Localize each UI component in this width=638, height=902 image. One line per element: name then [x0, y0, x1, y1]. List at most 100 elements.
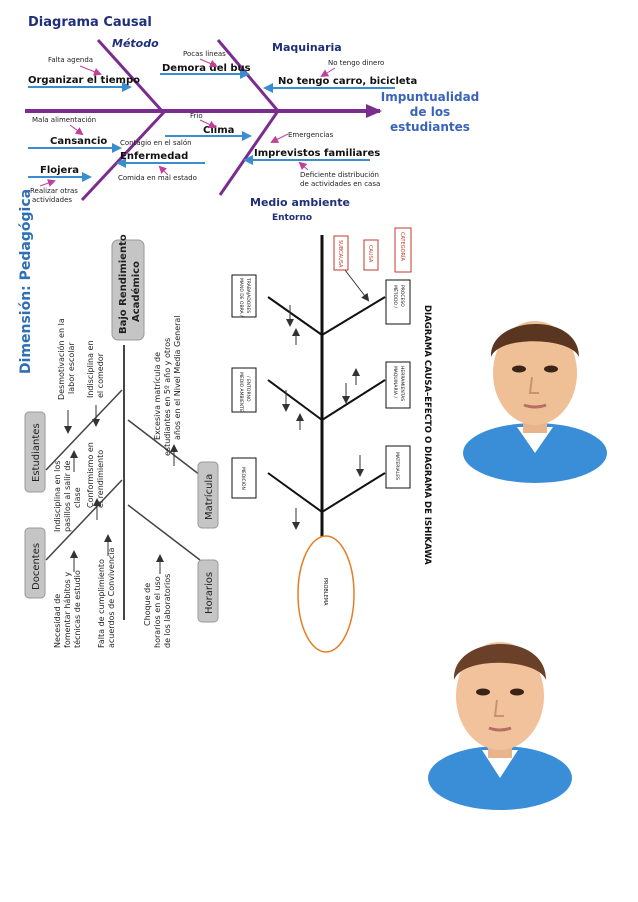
category-estudiantes: Estudiantes	[31, 423, 42, 482]
cause-demora-bus: Demora del bus	[162, 63, 251, 74]
eye-left-2	[476, 688, 490, 696]
subcause-deficiente-2: de actividades en casa	[300, 180, 380, 188]
ishikawa-box-maquinaria	[385, 361, 411, 409]
subarrow-comida	[158, 165, 169, 176]
face-2	[456, 642, 544, 750]
nose-1	[528, 376, 539, 394]
cause-flojera: Flojera	[40, 165, 79, 176]
cause-conformismo-1: Conformismo en	[86, 442, 95, 508]
label-causa: CAUSA	[367, 245, 373, 263]
effect-line-1: Impuntualidad	[381, 90, 480, 104]
subarrow-no-dinero	[320, 67, 336, 78]
cause-excesiva-2: estudiantes en 5º año y otros	[163, 338, 172, 456]
bone-docentes	[45, 479, 123, 561]
category-box-horarios	[197, 559, 219, 623]
category-metodo: Método	[112, 37, 159, 50]
cause-choque-1: Choque de	[143, 583, 152, 626]
nose-2	[493, 699, 504, 717]
effect-line-3: estudiantes	[390, 120, 470, 134]
subarrow-realizar	[39, 179, 56, 187]
eye-left-1	[512, 365, 526, 373]
bone-matricula	[127, 419, 201, 476]
cause-desmotivacion-1: Desmotivación en la	[56, 318, 66, 400]
category-box-matricula	[197, 461, 219, 529]
ishikawa-box-materiales	[385, 445, 411, 489]
category-horarios: Horarios	[204, 572, 215, 614]
causal-diagram: Diagrama Causal Método Maquinaria Medio …	[25, 15, 479, 223]
subarrow-falta-agenda	[79, 65, 102, 76]
cause-clima: Clima	[203, 125, 234, 136]
pedagogic-effect-box	[111, 239, 145, 341]
bone-maquinaria	[216, 39, 280, 112]
cause-imprevistos: Imprevistos familiares	[254, 148, 380, 159]
subarrow-pocas-lineas	[199, 58, 218, 68]
ishikawa-bone-1	[267, 296, 323, 336]
category-medio-ambiente: Medio ambiente	[250, 196, 350, 209]
cause-falta-cumplimiento-1: Falta de cumplimiento	[97, 559, 106, 648]
subarrow-frio	[199, 119, 217, 129]
ishikawa-template: DIAGRAMA CAUSA–EFECTO O DIAGRAMA DE ISHI…	[231, 227, 432, 653]
ishikawa-arrow-causa	[344, 269, 370, 302]
cause-necesidad-1: Necesidad de	[53, 594, 62, 648]
hair-2	[453, 643, 546, 680]
label-mano-obra-2: TRABAJADORES	[245, 277, 251, 313]
cause-conformismo-2: el rendimiento	[96, 450, 105, 508]
label-metodo-2: PROCESO	[399, 285, 405, 307]
cause-no-carro: No tengo carro, bicicleta	[278, 76, 417, 87]
ishikawa-bone-3	[267, 472, 323, 513]
ishikawa-box-medicion	[231, 457, 257, 499]
eye-right-1	[544, 365, 558, 373]
cause-indisciplina-pasillos-1: Indisciplina en los	[53, 461, 62, 532]
pedagogic-diagram: Dimensión: Pedagógica Bajo Rendimiento A…	[18, 189, 219, 648]
hair-1	[490, 323, 579, 357]
label-metodo-1: MÉTODO /	[392, 285, 400, 308]
ishikawa-bone-5	[321, 379, 386, 421]
face-1	[493, 321, 577, 425]
cause-choque-3: de los laboratorios	[163, 574, 172, 648]
ishikawa-box-mano-obra	[231, 274, 257, 318]
student-photo-2	[428, 642, 572, 810]
mouth-1	[523, 403, 547, 409]
ishikawa-bone-2	[267, 379, 323, 421]
causal-diagram-title: Diagrama Causal	[28, 15, 152, 30]
bone-estudiantes	[45, 389, 123, 471]
subcause-frio: Frio	[190, 112, 203, 120]
cause-choque-2: horarios en el uso	[153, 576, 162, 648]
cause-excesiva-3: años en el Nivel Media General	[173, 315, 182, 440]
ishikawa-bone-4	[321, 296, 386, 336]
cause-falta-cumplimiento-2: acuerdos de Convivencia	[107, 547, 116, 648]
cause-indisciplina-pasillos-2: pasillos al salir de	[63, 460, 72, 532]
subcause-realizar-2: actividades	[32, 196, 72, 204]
cause-enfermedad: Enfermedad	[120, 151, 188, 162]
label-problema: PROBLEMA	[322, 578, 328, 606]
category-box-docentes	[24, 527, 46, 599]
cause-organizar: Organizar el tiempo	[28, 75, 140, 86]
collar-1	[517, 427, 553, 453]
cause-necesidad-3: técnicas de estudio	[72, 570, 82, 648]
subcause-deficiente-1: Deficiente distribución	[300, 171, 379, 179]
ishikawa-box-causa	[363, 239, 379, 271]
label-subcausa: SUBCAUSA	[337, 240, 343, 268]
subcause-comida: Comida en mal estado	[118, 174, 197, 182]
subarrow-emergencias	[270, 133, 289, 143]
pedagogic-effect-line-2: Académico	[130, 261, 142, 322]
mouth-2	[488, 726, 512, 732]
category-medio-ambiente-cut: Entorno	[272, 213, 312, 223]
cause-indisciplina-pasillos-3: clase	[73, 487, 82, 508]
subarrow-mala-alimentacion	[69, 124, 84, 136]
effect-line-2: de los	[410, 105, 450, 119]
category-docentes: Docentes	[31, 543, 42, 590]
cause-necesidad-2: fomentar hábitos y	[63, 572, 72, 648]
subcause-emergencias: Emergencias	[288, 131, 334, 139]
ishikawa-bone-6	[321, 472, 386, 513]
bone-medio-ambiente	[218, 110, 280, 196]
eye-right-2	[510, 688, 524, 696]
cause-indisciplina-comedor-1: Indisciplina en	[86, 340, 95, 398]
ishikawa-title: DIAGRAMA CAUSA–EFECTO O DIAGRAMA DE ISHI…	[422, 305, 432, 565]
cause-desmotivacion-2: labor escolar	[67, 342, 76, 394]
ishikawa-problem-oval	[297, 535, 355, 653]
label-medicion: MEDICIÓN	[240, 467, 247, 490]
pedagogic-title: Dimensión: Pedagógica	[18, 189, 34, 374]
label-maquinaria-2: HERRAMIENTAS	[399, 366, 405, 401]
